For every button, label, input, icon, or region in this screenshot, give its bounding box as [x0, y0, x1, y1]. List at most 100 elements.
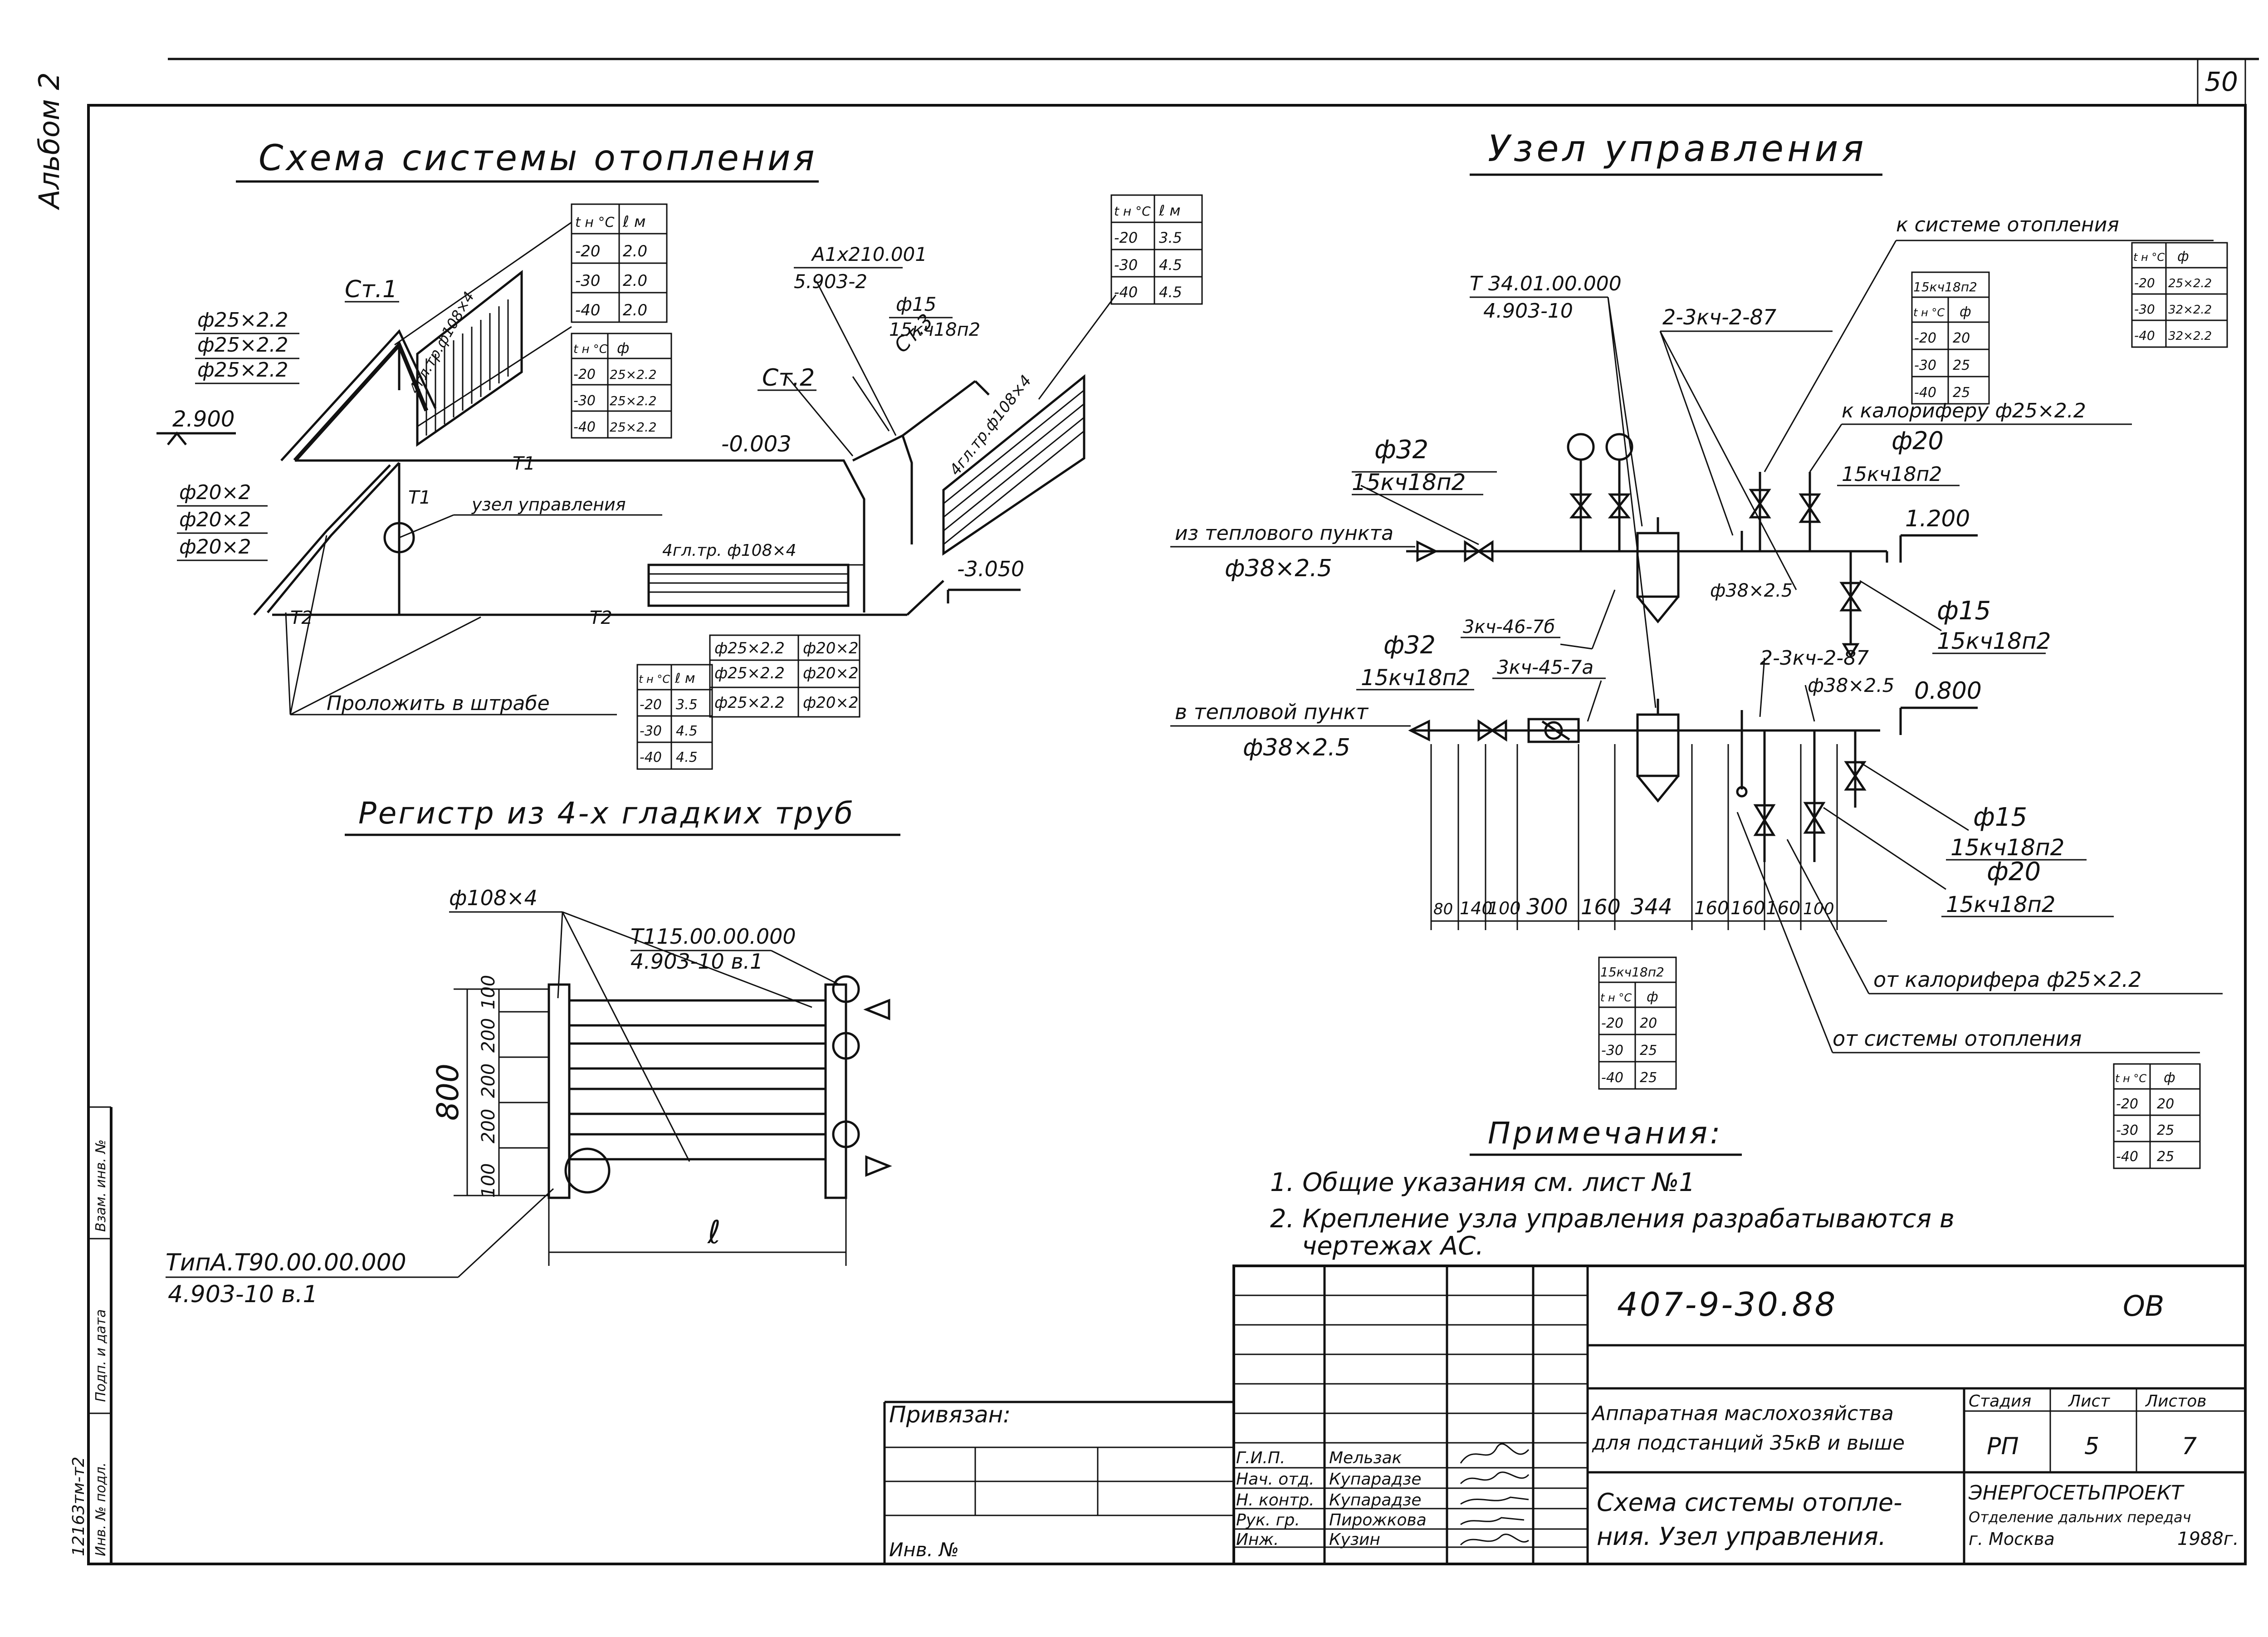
table-system-cell: -30 [2134, 302, 2155, 317]
pipe-label-6: ф20×2 [803, 694, 858, 712]
table-bottom-cell: 3.5 [676, 697, 698, 713]
table-valve-1-h1: t н °С [1913, 306, 1945, 319]
table-return-cell: -30 [2116, 1122, 2138, 1138]
table-valve-2-cell: -40 [1601, 1070, 1623, 1086]
heating-title: Схема системы отопления [259, 138, 817, 179]
table-top: t н °С ℓ м -20 2.0 -30 2.0 -40 2.0 [571, 203, 668, 323]
d15-b: ф15 [1973, 803, 2027, 832]
t2b-label: Т2 [590, 608, 612, 628]
dim-chain: 100 [1803, 900, 1834, 918]
table-top-cell: 2.0 [623, 242, 647, 260]
table-system-cell: 32×2.2 [2168, 329, 2212, 343]
table-top-cell: 2.0 [623, 301, 647, 319]
side-stamp-1: Инв. № подл. [93, 1462, 109, 1556]
table-valve-1-cell: -30 [1914, 358, 1936, 373]
table-valve-1-cell: 20 [1953, 330, 1970, 346]
dim-chain: 160 [1694, 898, 1729, 919]
table-top-h1: t н °С [575, 215, 614, 230]
valve-1: 15кч18п2 [1352, 469, 1466, 495]
role: Н. контр. [1236, 1491, 1315, 1510]
radiator-2 [942, 374, 1085, 556]
table-right-cell: -30 [1114, 256, 1138, 274]
register-d108: ф108×4 [449, 886, 538, 910]
table-return-h2: ф [2164, 1070, 2175, 1086]
register-detail: Регистр из 4-х гладких труб 800 100 200 … [166, 796, 900, 1308]
table-right-cell: -20 [1114, 229, 1138, 246]
table-mid-cell: 25×2.2 [610, 367, 657, 382]
org-year: 1988г. [2177, 1529, 2239, 1549]
table-top-cell: -40 [575, 301, 601, 319]
org-division: Отделение дальних передач [1969, 1509, 2191, 1526]
title-block: Привязан: Инв. № 407-9-30.88 ОВ Г.И.П. Н… [883, 1265, 2247, 1565]
notes: Примечания: 1. Общие указания см. лист №… [1270, 1116, 1955, 1261]
table-right: t н °С ℓ м -20 3.5 -30 4.5 -40 4.5 [1110, 194, 1203, 305]
table-valve-1-cell: 25 [1953, 358, 1970, 373]
lay-in-groove: Проложить в штрабе [327, 692, 550, 715]
stage-header: Стадия [1969, 1392, 2031, 1411]
dim-chain: 140 [1460, 898, 1493, 918]
table-valve-2-cell: -30 [1601, 1043, 1623, 1059]
dim-chain: 160 [1766, 898, 1800, 919]
object-line-1: Аппаратная маслохозяйства [1591, 1402, 1894, 1425]
control-node: Узел управления [1170, 127, 2223, 1054]
table-valve-2-cell: 25 [1640, 1043, 1657, 1059]
role: Нач. отд. [1236, 1470, 1315, 1489]
from-heat-point: из теплового пункта [1175, 522, 1393, 545]
side-code: 12163тм-т2 [69, 1456, 88, 1556]
table-valve-2-cell: 25 [1640, 1070, 1657, 1086]
table-valve-1-cell: -40 [1914, 385, 1936, 401]
d38-2: ф38×2.5 [1710, 580, 1793, 601]
table-system: t н °С ф -20 25×2.2 -30 32×2.2 -40 32×2.… [2131, 242, 2228, 348]
ref-t34b: 4.903-10 [1483, 299, 1573, 323]
table-mid-cell: -30 [573, 393, 596, 409]
doc-number: 407-9-30.88 [1617, 1285, 1837, 1323]
to-heater: к калориферу ф25×2.2 [1842, 399, 2086, 422]
table-return-cell: 25 [2157, 1149, 2174, 1165]
table-return-cell: 25 [2157, 1122, 2174, 1138]
table-return-cell: 20 [2157, 1096, 2174, 1112]
riser1-label: Ст.1 [345, 276, 397, 303]
note-1: 1. Общие указания см. лист №1 [1270, 1168, 1695, 1197]
bound-label: Привязан: [889, 1402, 1011, 1428]
table-right-h2: ℓ м [1158, 202, 1181, 219]
radiator-1 [416, 270, 523, 447]
t2a-label: Т2 [290, 608, 313, 628]
ref-t34: Т 34.01.00.000 [1470, 272, 1622, 295]
t1b-label: Т1 [408, 487, 431, 508]
table-return-h1: t н °С [2115, 1072, 2146, 1085]
register-ref1b: 4.903-10 в.1 [631, 949, 763, 974]
register-title: Регистр из 4-х гладких труб [358, 796, 855, 831]
node-label: узел управления [471, 495, 626, 515]
table-mid-cell: 25×2.2 [610, 393, 657, 408]
name: Кузин [1329, 1530, 1380, 1549]
lists-value: 7 [2182, 1433, 2197, 1460]
note-2b: чертежах АС. [1302, 1231, 1484, 1261]
d20-3: ф20×2 [179, 535, 251, 559]
d32-1: ф32 [1374, 435, 1428, 465]
level-2900: 2.900 [172, 407, 235, 432]
table-mid-h1: t н °С [573, 343, 608, 356]
page-number: 50 [2204, 66, 2238, 97]
table-bottom-cell: -40 [640, 750, 662, 765]
t1-label: Т1 [513, 453, 535, 474]
org-city: г. Москва [1969, 1529, 2055, 1549]
table-valve-1-h2: ф [1960, 304, 1971, 320]
table-valve-1: 15кч18п2 t н °С ф -20 20 -30 25 -40 25 [1911, 271, 1990, 405]
d20-2: ф20×2 [179, 508, 251, 531]
kch46: 3кч-46-7б [1463, 617, 1555, 637]
table-right-cell: 3.5 [1159, 229, 1182, 246]
from-system: от системы отопления [1833, 1026, 2082, 1051]
pipe-label-1: ф25×2.2 [714, 639, 785, 657]
d25-3: ф25×2.2 [197, 358, 288, 382]
table-top-cell: 2.0 [623, 272, 647, 290]
table-right-h1: t н °С [1114, 204, 1151, 219]
d38-3: ф38×2.5 [1808, 674, 1894, 696]
control-title: Узел управления [1488, 127, 1867, 170]
dim-chain: 100 [1488, 898, 1521, 918]
object-line-2: для подстанций 35кВ и выше [1592, 1431, 1905, 1455]
table-mid: t н °С ф -20 25×2.2 -30 25×2.2 -40 25×2.… [571, 333, 672, 439]
table-valve-2-cap: 15кч18п2 [1600, 965, 1664, 980]
table-valve-1-cell: 25 [1953, 385, 1970, 401]
lists-header: Листов [2145, 1392, 2206, 1411]
level-m3050: -3.050 [957, 557, 1024, 581]
